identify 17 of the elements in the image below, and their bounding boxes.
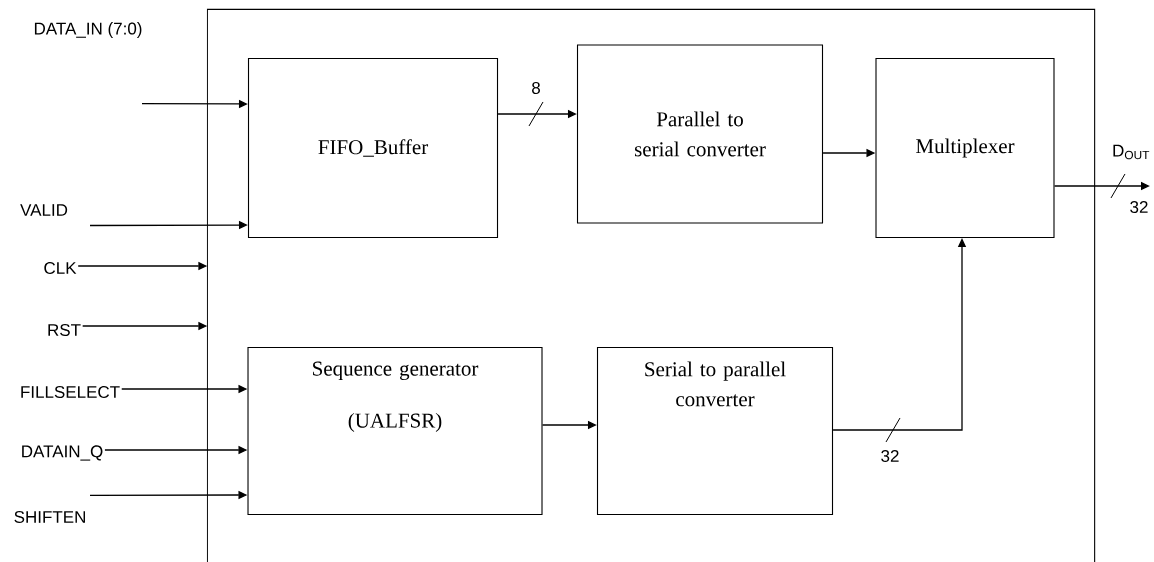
signal-label: RST xyxy=(48,324,81,336)
block-box: Parallel to serial converter xyxy=(576,44,824,224)
signal-label: CLK xyxy=(44,262,77,274)
block-box: FIFO_Buffer xyxy=(247,57,499,239)
bus-width-label: 8 xyxy=(530,81,542,95)
signal-label: DATAIN_Q xyxy=(22,445,103,461)
signal-label: SHIFTEN xyxy=(14,510,85,523)
block-box: Multiplexer xyxy=(875,57,1055,239)
signal-label: DATA_IN (7:0) xyxy=(34,22,142,38)
bus-width-label: 32 xyxy=(879,448,901,463)
block-box: Sequence generator (UALFSR) xyxy=(247,346,543,516)
signal-label: FILLSELECT xyxy=(21,385,120,398)
bus-width-label: 32 xyxy=(1128,200,1150,214)
signal-label: D$_{OUT}$ xyxy=(1113,144,1150,160)
signal-label: VALID xyxy=(20,204,68,216)
system-boundary xyxy=(206,8,1096,562)
block-box: Serial to parallel converter xyxy=(596,346,834,516)
